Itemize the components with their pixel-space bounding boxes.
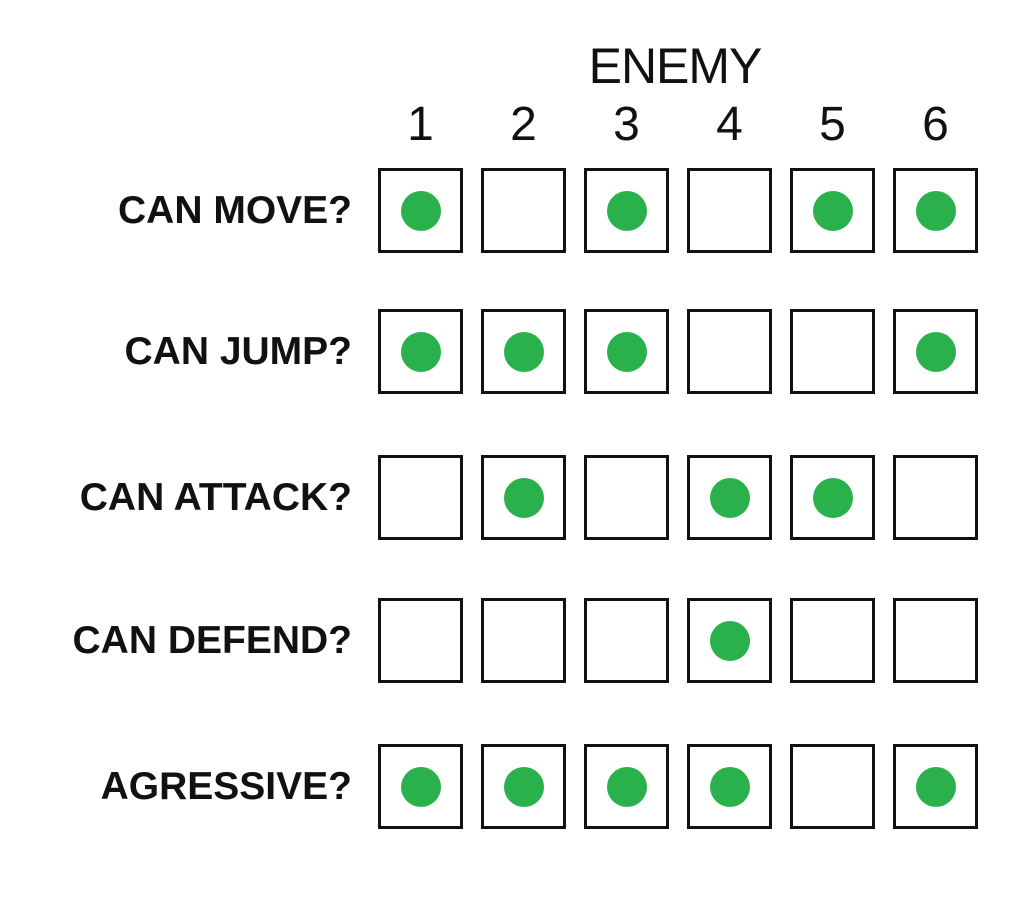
column-header-3: 3 (613, 98, 640, 151)
grid-cell (481, 168, 566, 253)
grid-cell (378, 455, 463, 540)
row-label-1: CAN MOVE? (118, 188, 352, 232)
grid-cell (790, 455, 875, 540)
grid-cell (584, 309, 669, 394)
grid-cell (893, 598, 978, 683)
grid-cell (790, 598, 875, 683)
grid-cell (893, 309, 978, 394)
grid-cell (584, 168, 669, 253)
grid-title: ENEMY (588, 38, 763, 94)
column-header-1: 1 (407, 98, 434, 151)
green-dot-icon (606, 766, 647, 807)
grid-cell (481, 455, 566, 540)
grid-cell (687, 309, 772, 394)
grid-cell (584, 744, 669, 829)
grid-cell (893, 455, 978, 540)
column-header-5: 5 (819, 98, 846, 151)
column-header-4: 4 (716, 98, 743, 151)
green-dot-icon (915, 331, 956, 372)
column-header-2: 2 (510, 98, 537, 151)
row-label-4: CAN DEFEND? (72, 618, 353, 662)
green-dot-icon (915, 190, 956, 231)
green-dot-icon (400, 331, 441, 372)
green-dot-icon (709, 477, 750, 518)
green-dot-icon (503, 477, 544, 518)
grid-cell (481, 598, 566, 683)
green-dot-icon (709, 620, 750, 661)
grid-cell (378, 598, 463, 683)
grid-cell (584, 598, 669, 683)
green-dot-icon (503, 331, 544, 372)
grid-cell (687, 455, 772, 540)
green-dot-icon (503, 766, 544, 807)
grid-cell (584, 455, 669, 540)
grid-cell (378, 309, 463, 394)
grid-cell (790, 309, 875, 394)
grid-cell (378, 744, 463, 829)
green-dot-icon (812, 190, 853, 231)
column-header-6: 6 (922, 98, 949, 151)
green-dot-icon (400, 766, 441, 807)
row-label-3: CAN ATTACK? (79, 475, 352, 519)
green-dot-icon (400, 190, 441, 231)
grid-cell (687, 744, 772, 829)
green-dot-icon (915, 766, 956, 807)
grid-cell (481, 744, 566, 829)
grid-cell (378, 168, 463, 253)
green-dot-icon (606, 331, 647, 372)
grid-cell (893, 744, 978, 829)
row-label-5: AGRESSIVE? (100, 764, 352, 808)
green-dot-icon (812, 477, 853, 518)
grid-cell (481, 309, 566, 394)
grid-cell (790, 744, 875, 829)
row-label-2: CAN JUMP? (124, 329, 352, 373)
green-dot-icon (709, 766, 750, 807)
green-dot-icon (606, 190, 647, 231)
grid-cell (893, 168, 978, 253)
grid-cell (687, 168, 772, 253)
grid-cell (790, 168, 875, 253)
grid-cell (687, 598, 772, 683)
